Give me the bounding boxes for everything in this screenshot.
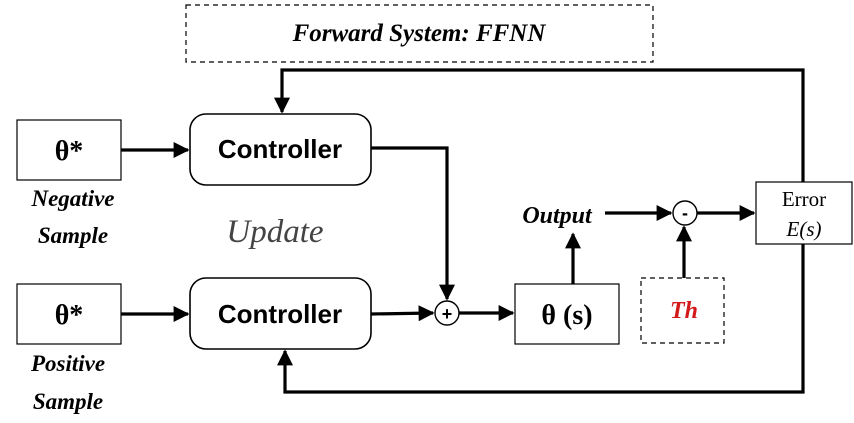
- negative-theta-label: θ*: [55, 136, 84, 167]
- controller-top-label: Controller: [218, 134, 342, 164]
- arrow-controller-bottom-to-sum: [370, 305, 435, 322]
- feedback-to-controller-top: [274, 68, 805, 182]
- connectors: [121, 68, 805, 394]
- diagram-title: Forward System: FFNN: [292, 20, 547, 47]
- positive-theta-label: θ*: [55, 300, 84, 331]
- error-label-line1: Error: [782, 187, 826, 211]
- output-label: Output: [522, 203, 593, 229]
- error-label-line2: E(s): [786, 217, 822, 241]
- threshold-label: Th: [670, 298, 698, 324]
- positive-caption-line2: Sample: [33, 389, 103, 414]
- arrow-controller-top-to-sum: [371, 146, 455, 301]
- feedback-to-controller-bottom: [277, 244, 805, 394]
- positive-caption-line1: Positive: [30, 351, 105, 376]
- threshold-block: Th: [640, 277, 725, 344]
- sum-junction: +: [434, 300, 460, 326]
- difference-junction: -: [672, 200, 698, 226]
- plant-label: θ (s): [541, 300, 592, 331]
- negative-theta-block: θ*: [16, 119, 122, 181]
- negative-caption-line2: Sample: [38, 223, 108, 248]
- error-block: Error E(s): [755, 181, 853, 245]
- negative-caption-line1: Negative: [30, 186, 114, 211]
- difference-sign: -: [682, 203, 688, 223]
- controller-bottom-block: Controller: [189, 277, 372, 350]
- controller-top-block: Controller: [189, 113, 372, 186]
- sum-sign: +: [442, 304, 453, 324]
- controller-bottom-label: Controller: [218, 299, 342, 329]
- update-label: Update: [226, 214, 323, 250]
- plant-block: θ (s): [514, 283, 620, 345]
- title-box: Forward System: FFNN: [185, 4, 654, 63]
- positive-theta-block: θ*: [16, 283, 122, 345]
